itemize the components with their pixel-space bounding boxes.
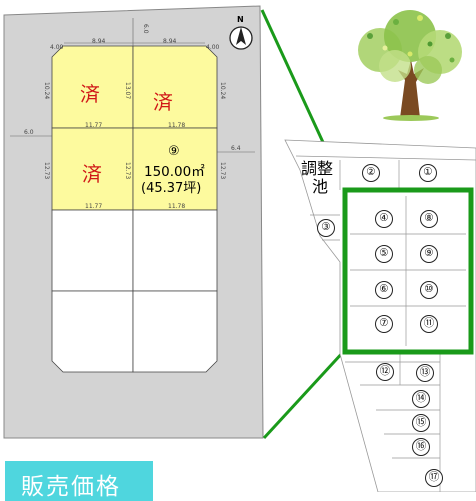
featured-lot-number: ⑨ xyxy=(168,144,180,159)
sold-mark-lot-1: 済 xyxy=(80,82,100,106)
lot-row4-left xyxy=(51,290,134,373)
site-lot-15: ⑮ xyxy=(412,414,430,432)
dim-bottom-width-right: 11.78 xyxy=(168,203,186,210)
pond-label-line1: 調整 xyxy=(301,159,334,178)
dim-left-height-top: 10.24 xyxy=(43,82,50,100)
site-lot-13: ⑬ xyxy=(416,364,434,382)
north-label: N xyxy=(237,15,244,24)
featured-lot-tsubo: (45.37坪) xyxy=(141,181,202,196)
price-banner: 販売価格 xyxy=(5,461,153,501)
zoom-line-bottom xyxy=(262,348,347,440)
site-lot-9: ⑨ xyxy=(420,245,438,263)
featured-lot-area: 150.00㎡ xyxy=(144,164,205,180)
site-lot-6: ⑥ xyxy=(375,281,393,299)
site-lot-5: ⑤ xyxy=(375,245,393,263)
tree-icon xyxy=(358,10,462,121)
dim-corner-right: 4.00 xyxy=(206,44,220,51)
lot-row3-left xyxy=(51,209,134,292)
site-lot-10: ⑩ xyxy=(420,281,438,299)
pond-label-line2: 池 xyxy=(312,177,329,196)
dim-top-right: 8.94 xyxy=(163,38,177,45)
site-lot-11: ⑪ xyxy=(420,315,438,333)
site-lot-17: ⑰ xyxy=(425,469,443,487)
site-lot-2: ② xyxy=(362,164,380,182)
dim-top-left: 8.94 xyxy=(92,38,106,45)
sold-mark-lot-3: 済 xyxy=(82,162,102,186)
dim-road-left: 6.0 xyxy=(24,129,34,136)
sold-mark-lot-2: 済 xyxy=(153,90,173,114)
dim-right-height-mid: 12.73 xyxy=(219,162,226,180)
lot-top-right xyxy=(132,45,218,129)
dim-mid-width-left: 11.77 xyxy=(85,122,103,129)
price-banner-label: 販売価格 xyxy=(21,474,121,500)
site-lot-3: ③ xyxy=(317,219,335,237)
dim-bottom-width-left: 11.77 xyxy=(85,203,103,210)
site-lot-14: ⑭ xyxy=(412,390,430,408)
dim-mid-width-right: 11.78 xyxy=(168,122,186,129)
dim-mid-height-top: 13.07 xyxy=(124,82,131,100)
dim-road-top: 6.0 xyxy=(142,24,149,34)
dim-mid-height-mid: 12.73 xyxy=(124,162,131,180)
dim-road-right: 6.4 xyxy=(231,145,241,152)
site-lot-4: ④ xyxy=(375,210,393,228)
highlight-frame xyxy=(342,187,474,355)
dim-corner-left: 4.00 xyxy=(50,44,64,51)
site-lot-16: ⑯ xyxy=(412,438,430,456)
dim-left-height-mid: 12.73 xyxy=(43,162,50,180)
site-lot-1: ① xyxy=(419,164,437,182)
site-lot-12: ⑫ xyxy=(376,363,394,381)
lot-mid-left xyxy=(51,127,134,211)
lot-row3-right xyxy=(132,209,218,292)
site-lot-8: ⑧ xyxy=(420,210,438,228)
dim-right-height-top: 10.24 xyxy=(219,82,226,100)
lot-row4-right xyxy=(132,290,218,373)
site-lot-7: ⑦ xyxy=(375,315,393,333)
